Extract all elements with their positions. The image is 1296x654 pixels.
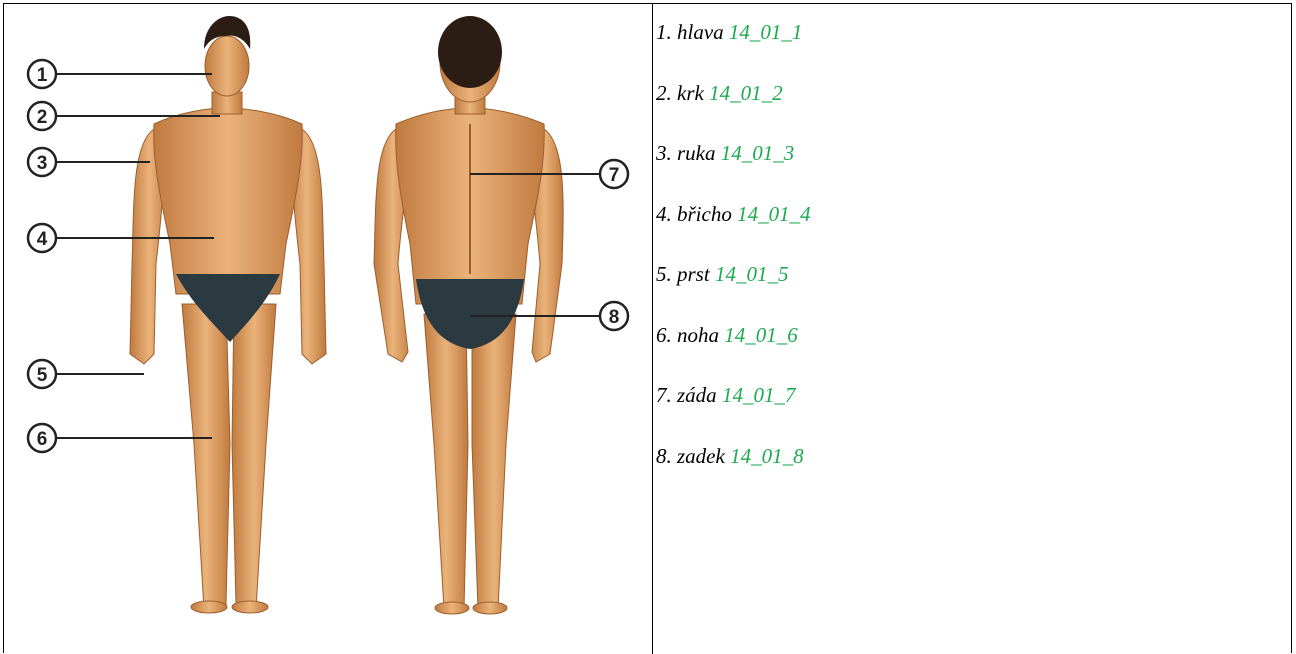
vocab-word: 1. hlava [656, 20, 729, 44]
callout-number: 7 [609, 165, 620, 186]
vocabulary-list: 1. hlava 14_01_1 2. krk 14_01_2 3. ruka … [656, 20, 1286, 504]
callout-7: 7 [600, 160, 628, 188]
audio-code-link[interactable]: 14_01_3 [721, 141, 795, 165]
callout-1: 1 [28, 60, 56, 88]
vocab-word: 5. prst [656, 262, 715, 286]
callout-6: 6 [28, 424, 56, 452]
audio-code-link[interactable]: 14_01_1 [729, 20, 803, 44]
back-hair [438, 16, 502, 88]
vocab-word: 3. ruka [656, 141, 721, 165]
vocab-word: 6. noha [656, 323, 724, 347]
vocab-item: 1. hlava 14_01_1 [656, 20, 1286, 81]
vocab-word: 7. záda [656, 383, 722, 407]
content-table: 1 2 3 4 5 6 7 [3, 3, 1292, 653]
vocab-item: 4. břicho 14_01_4 [656, 202, 1286, 263]
human-body-figures: 1 2 3 4 5 6 7 [4, 4, 652, 654]
vocab-item: 6. noha 14_01_6 [656, 323, 1286, 384]
callout-number: 1 [37, 65, 48, 86]
callout-2: 2 [28, 102, 56, 130]
callout-8: 8 [600, 302, 628, 330]
vocab-item: 2. krk 14_01_2 [656, 81, 1286, 142]
audio-code-link[interactable]: 14_01_6 [724, 323, 798, 347]
vocab-item: 5. prst 14_01_5 [656, 262, 1286, 323]
vocab-word: 2. krk [656, 81, 709, 105]
callout-3: 3 [28, 148, 56, 176]
callout-number: 2 [37, 107, 48, 128]
column-divider [652, 4, 653, 654]
callout-number: 3 [37, 153, 48, 174]
body-parts-illustration: 1 2 3 4 5 6 7 [4, 4, 652, 654]
callout-number: 8 [609, 307, 620, 328]
vocab-item: 7. záda 14_01_7 [656, 383, 1286, 444]
callout-5: 5 [28, 360, 56, 388]
vocab-item: 8. zadek 14_01_8 [656, 444, 1286, 505]
vocab-item: 3. ruka 14_01_3 [656, 141, 1286, 202]
vocab-word: 4. břicho [656, 202, 737, 226]
audio-code-link[interactable]: 14_01_5 [715, 262, 789, 286]
callout-4: 4 [28, 224, 56, 252]
audio-code-link[interactable]: 14_01_8 [730, 444, 804, 468]
audio-code-link[interactable]: 14_01_4 [737, 202, 811, 226]
callout-number: 6 [37, 429, 48, 450]
callout-number: 5 [37, 365, 48, 386]
callout-number: 4 [37, 229, 48, 250]
audio-code-link[interactable]: 14_01_7 [722, 383, 796, 407]
vocab-word: 8. zadek [656, 444, 730, 468]
audio-code-link[interactable]: 14_01_2 [709, 81, 783, 105]
